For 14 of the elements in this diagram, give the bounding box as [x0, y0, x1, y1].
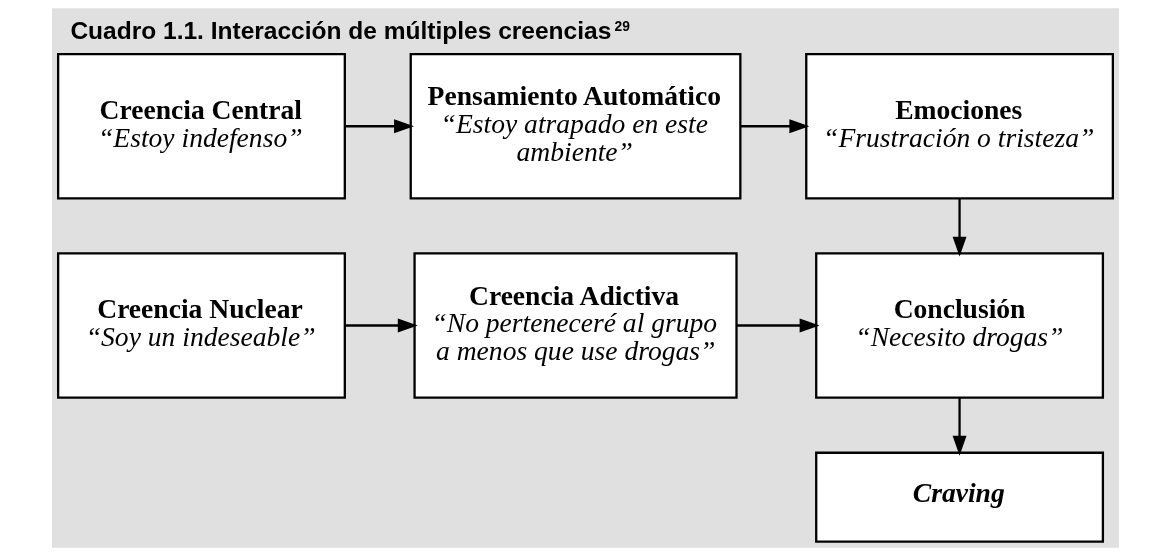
arrow [344, 119, 414, 134]
node-box: Creencia Central “Estoy indefenso” [57, 53, 346, 200]
arrow [740, 119, 810, 134]
node-box: Pensamiento Automático “Estoy atrapado en este ambiente” [409, 53, 742, 200]
arrow [952, 198, 967, 257]
diagram-title: Cuadro 1.1. Interacción de múltiples creencias$^{29}$ [70, 16, 630, 44]
node-box: Creencia Nuclear “Soy un indeseable” [57, 252, 346, 399]
node-box: Emociones “Frustración o tristeza” [805, 53, 1114, 200]
node-box: Conclusión “Necesito drogas” [815, 252, 1105, 399]
arrow [737, 318, 820, 333]
arrow [344, 318, 418, 333]
node-box: Craving [815, 451, 1105, 543]
node-box: Creencia Adictiva “No perteneceré al grupo a menos que use drogas” [413, 252, 738, 399]
arrow [952, 397, 967, 456]
